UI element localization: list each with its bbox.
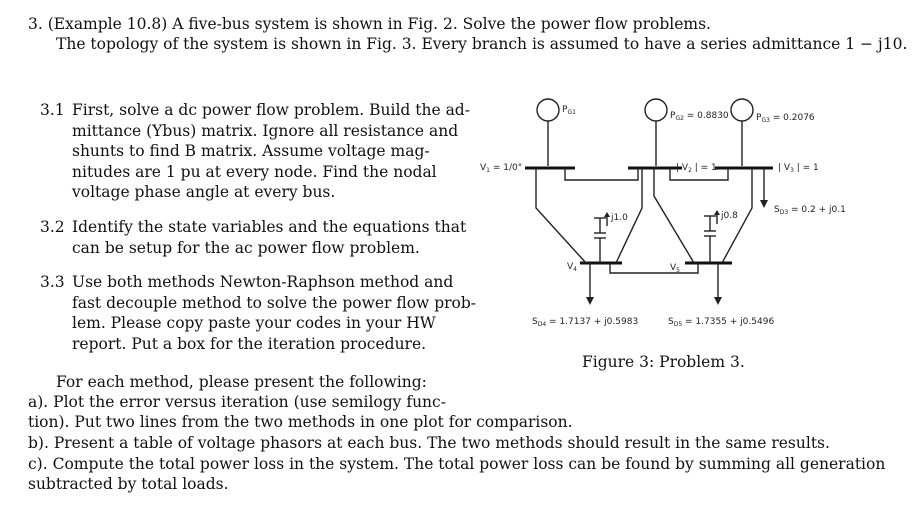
svg-text:V1 = 1/0°: V1 = 1/0° (480, 163, 522, 174)
generator-3-icon (730, 98, 754, 122)
subtask-3-1-line: mittance (Ybus) matrix. Ignore all resis… (72, 121, 459, 140)
svg-text:| V3 | = 1: | V3 | = 1 (778, 163, 819, 174)
load-3-arrow-icon (760, 200, 768, 208)
five-bus-diagram: PG1 PG2 = 0.8830 PG3 = 0.2076 V1 = 1/0° … (480, 98, 846, 328)
instruction-c-line-2: subtracted by total loads. (28, 475, 229, 493)
svg-text:| V2 | = 1: | V2 | = 1 (676, 163, 717, 174)
subtask-3-1-line: First, solve a dc power flow problem. Bu… (72, 101, 470, 119)
subtask-3-1-line: nitudes are 1 pu at every node. Find the… (72, 162, 437, 181)
instruction-a-line-2: tion). Put two lines from the two method… (28, 413, 573, 431)
svg-text:PG1: PG1 (562, 105, 576, 116)
svg-text:PG2 = 0.8830: PG2 = 0.8830 (670, 111, 729, 122)
generator-2-icon (644, 98, 668, 122)
svg-text:SD3 = 0.2 + j0.1: SD3 = 0.2 + j0.1 (774, 205, 846, 216)
svg-text:PG3 = 0.2076: PG3 = 0.2076 (756, 113, 815, 124)
instruction-c-line-1: c). Compute the total power loss in the … (28, 455, 886, 473)
figure-caption: Figure 3: Problem 3. (582, 353, 745, 371)
shunt-capacitor-4-icon (594, 212, 610, 263)
svg-text:SD4 = 1.7137 + j0.5983: SD4 = 1.7137 + j0.5983 (532, 317, 638, 328)
subtask-num-3-1: 3.1 (40, 101, 65, 119)
problem-line-2: The topology of the system is shown in F… (56, 35, 908, 53)
svg-text:SD5 = 1.7355 + j0.5496: SD5 = 1.7355 + j0.5496 (668, 317, 774, 328)
generator-1-icon (536, 98, 560, 122)
subtask-3-3-line: report. Put a box for the iteration proc… (72, 334, 427, 353)
subtask-3-3-line: Use both methods Newton-Raphson method a… (72, 273, 454, 291)
instruction-a-line-1: a). Plot the error versus iteration (use… (28, 393, 446, 411)
load-4-arrow-icon (586, 297, 594, 305)
svg-text:j0.8: j0.8 (720, 211, 738, 221)
subtask-3-1-line: shunts to find B matrix. Assume voltage … (72, 142, 430, 160)
svg-text:V4: V4 (567, 262, 577, 273)
subtask-3-3-line: lem. Please copy paste your codes in you… (72, 314, 436, 332)
shunt-capacitor-5-icon (704, 210, 720, 263)
svg-text:j1.0: j1.0 (610, 213, 628, 223)
svg-text:V5: V5 (670, 263, 680, 274)
subtask-3-2-line: Identify the state variables and the equ… (72, 218, 467, 236)
instruction-b: b). Present a table of voltage phasors a… (28, 434, 830, 452)
load-5-arrow-icon (714, 297, 722, 305)
subtask-3-2-line: can be setup for the ac power flow probl… (72, 238, 420, 257)
subtask-num-3-3: 3.3 (40, 273, 65, 291)
subtask-3-3-line: fast decouple method to solve the power … (72, 293, 477, 312)
problem-line-1: 3. (Example 10.8) A five-bus system is s… (28, 15, 711, 33)
instructions-intro: For each method, please present the foll… (56, 373, 427, 391)
subtask-3-1-line: voltage phase angle at every bus. (72, 183, 336, 201)
subtask-num-3-2: 3.2 (40, 218, 65, 236)
